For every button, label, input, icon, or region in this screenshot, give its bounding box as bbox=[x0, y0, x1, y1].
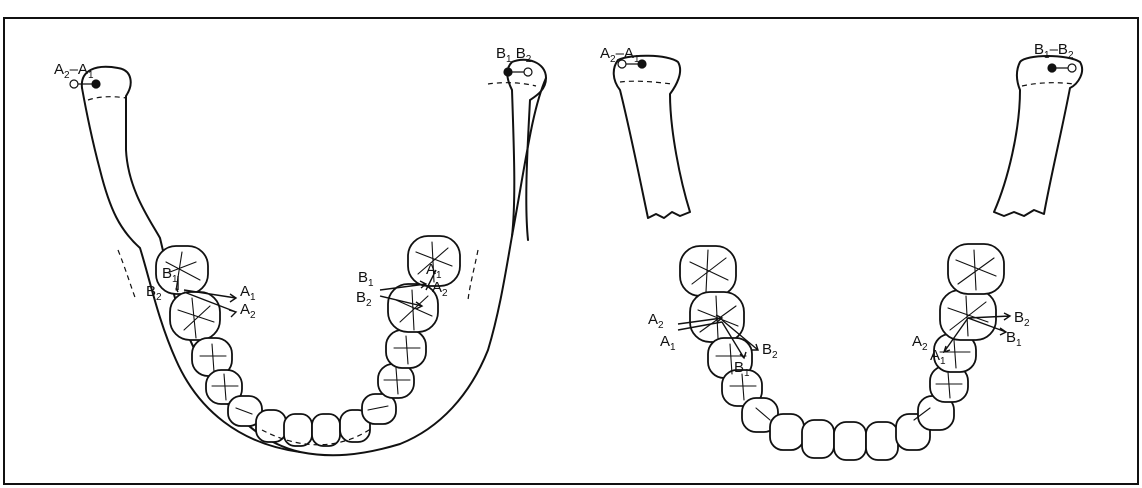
left-mandible: A2–A1 B1 B2 bbox=[54, 45, 546, 455]
tooth bbox=[770, 414, 804, 450]
arch-right-b1-label: B1 bbox=[1006, 329, 1022, 349]
right-panel-right-ramus bbox=[994, 56, 1082, 216]
right-condyle-b1-point bbox=[504, 68, 512, 76]
left-molar-a2-label: A2 bbox=[240, 301, 256, 321]
tooth bbox=[834, 422, 866, 460]
tooth bbox=[866, 422, 898, 460]
tooth bbox=[802, 420, 834, 458]
right-diagram: A2–A1 B1–B2 bbox=[600, 41, 1082, 460]
tooth bbox=[312, 414, 340, 446]
right-panel-b1-point bbox=[1048, 64, 1056, 72]
left-condyle-a2-point bbox=[70, 80, 78, 88]
left-condyle-a1-point bbox=[92, 80, 100, 88]
arch-left-b2-label: B2 bbox=[762, 341, 778, 361]
left-arch-teeth bbox=[156, 236, 460, 446]
arch-left-a2-label: A2 bbox=[648, 311, 664, 331]
mandible-outer-outline bbox=[82, 60, 546, 456]
left-ridge-dash bbox=[118, 250, 136, 300]
right-panel-b2-point bbox=[1068, 64, 1076, 72]
right-panel-left-condyle-dash bbox=[620, 81, 672, 84]
left-right-molar-b1-label: B1 bbox=[358, 269, 374, 289]
arch-right-b2-label: B2 bbox=[1014, 309, 1030, 329]
left-condyle-label-a: A2–A1 bbox=[54, 61, 94, 81]
right-ridge-dash bbox=[468, 250, 478, 300]
left-molar-a1-label: A1 bbox=[240, 283, 256, 303]
left-condyle-dash bbox=[88, 97, 126, 100]
arch-left-a1-label: A1 bbox=[660, 333, 676, 353]
right-arch-teeth bbox=[680, 244, 1004, 460]
left-right-molar-b2-label: B2 bbox=[356, 289, 372, 309]
tooth bbox=[256, 410, 286, 442]
right-panel-left-ramus bbox=[614, 56, 690, 218]
right-condyle-b2-point bbox=[524, 68, 532, 76]
right-panel-condyle-label-b: B1–B2 bbox=[1034, 41, 1074, 61]
arch-right-a2-label: A2 bbox=[912, 333, 928, 353]
right-panel-right-condyle-dash bbox=[1022, 83, 1074, 86]
tooth bbox=[284, 414, 312, 446]
right-condyle-dash bbox=[488, 83, 536, 86]
